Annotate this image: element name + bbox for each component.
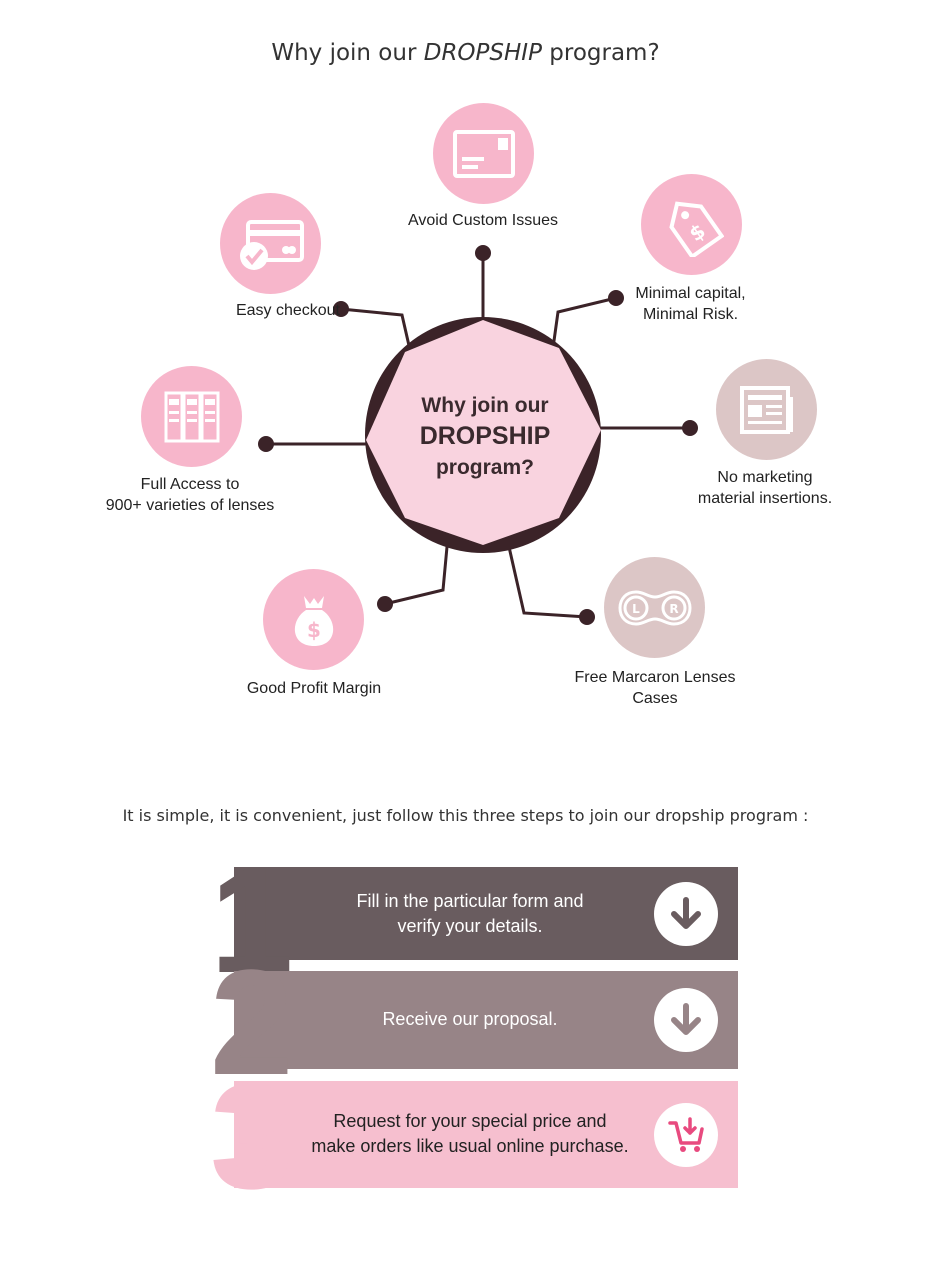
connector-dot	[608, 290, 624, 306]
catalog-icon	[141, 366, 242, 467]
hub-octagon	[366, 320, 601, 545]
step-3: 3 Request for your special price and mak…	[210, 1061, 738, 1211]
connector-dot	[377, 596, 393, 612]
arrow-down-icon[interactable]	[654, 988, 718, 1052]
lens-case-right-letter: R	[669, 602, 678, 616]
benefit-easy-checkout: Easy checkout	[235, 302, 340, 319]
arrow-down-icon[interactable]	[654, 882, 718, 946]
step-3-line-1: Request for your special price and	[333, 1111, 607, 1131]
connector-lines	[258, 245, 698, 625]
full-access-line-2: 900+ varieties of lenses	[105, 497, 275, 514]
step-3-line-2: make orders like usual online purchase.	[311, 1136, 629, 1156]
bag-dollar-symbol: $	[307, 618, 321, 642]
step-3-number: 3	[210, 1052, 294, 1220]
hub-label: Why join our DROPSHIP program?	[375, 390, 595, 483]
benefit-profit-margin: Good Profit Margin	[246, 680, 382, 697]
connector-dot	[258, 436, 274, 452]
connector-dot	[682, 420, 698, 436]
money-bag-icon: $	[263, 569, 364, 670]
title-emphasis: DROPSHIP	[423, 40, 542, 66]
hub-line-2: DROPSHIP	[419, 422, 551, 450]
step-2-line-1: Receive our proposal.	[382, 1009, 558, 1029]
cart-icon[interactable]	[654, 1103, 718, 1167]
step-1-number: 1	[210, 836, 294, 1004]
minimal-capital-line-1: Minimal capital,	[635, 285, 746, 302]
envelope-icon	[433, 103, 534, 204]
step-2: 2 Receive our proposal.	[210, 947, 738, 1097]
hub-line-3: program?	[435, 456, 534, 479]
title-suffix: program?	[541, 40, 660, 66]
tag-dollar-symbol: $	[684, 218, 709, 246]
lens-case-icon: L R	[604, 557, 705, 658]
step-2-text: Receive our proposal.	[270, 1007, 670, 1032]
step-3-text: Request for your special price and make …	[250, 1109, 690, 1159]
credit-card-icon	[220, 193, 321, 294]
lens-case-left-letter: L	[632, 602, 640, 616]
step-1-line-1: Fill in the particular form and	[356, 891, 584, 911]
minimal-capital-line-2: Minimal Risk.	[642, 306, 739, 323]
benefit-minimal-capital: Minimal capital, Minimal Risk.	[608, 283, 773, 325]
title-prefix: Why join our	[271, 40, 424, 66]
price-tag-icon: $	[641, 174, 742, 275]
benefit-no-marketing: No marketing material insertions.	[680, 467, 850, 509]
hub-line-1: Why join our	[421, 394, 549, 417]
step-2-number: 2	[210, 938, 294, 1106]
free-cases-line-2: Cases	[632, 690, 678, 707]
free-cases-line-1: Free Marcaron Lenses	[574, 669, 736, 686]
step-1: 1 Fill in the particular form and verify…	[210, 845, 738, 995]
no-marketing-line-1: No marketing	[717, 469, 813, 486]
steps-intro: It is simple, it is convenient, just fol…	[122, 806, 809, 825]
benefit-free-cases: Free Marcaron Lenses Cases	[555, 667, 755, 709]
benefit-avoid-custom: Avoid Custom Issues	[408, 212, 558, 229]
connector-dot	[579, 609, 595, 625]
connector-dot	[333, 301, 349, 317]
newspaper-icon	[716, 359, 817, 460]
full-access-line-1: Full Access to	[140, 476, 240, 493]
connector-dot	[475, 245, 491, 261]
benefit-full-access: Full Access to 900+ varieties of lenses	[85, 474, 295, 516]
no-marketing-line-2: material insertions.	[697, 490, 833, 507]
page-title: Why join our DROPSHIP program?	[0, 40, 931, 66]
step-1-text: Fill in the particular form and verify y…	[270, 889, 670, 939]
step-1-line-2: verify your details.	[397, 916, 543, 936]
